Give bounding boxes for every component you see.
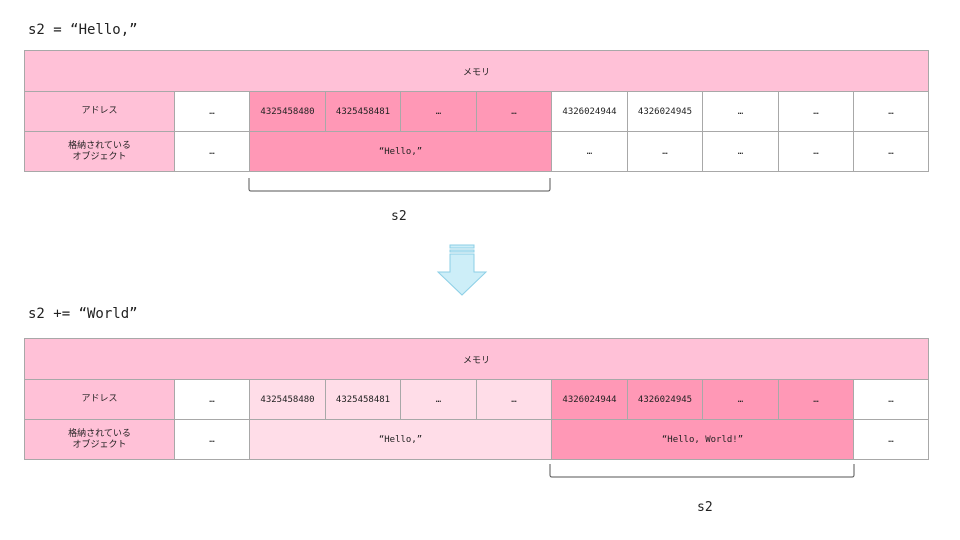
row-label-object: 格納されている オブジェクト: [24, 419, 175, 460]
object-cell: …: [174, 419, 250, 460]
address-cell: 4325458481: [325, 379, 401, 420]
address-cell: 4326024944: [551, 379, 628, 420]
bracket-s2-after: [549, 464, 855, 478]
memory-header: メモリ: [24, 50, 929, 92]
row-label-address: アドレス: [24, 91, 175, 132]
code-line-assign: s2 = “Hello,”: [28, 22, 138, 38]
row-label-address: アドレス: [24, 379, 175, 420]
address-cell: …: [778, 91, 854, 132]
code-line-append: s2 += “World”: [28, 306, 138, 322]
address-cell: …: [174, 379, 250, 420]
object-cell-hello-world: “Hello, World!”: [551, 419, 854, 460]
address-cell: 4326024944: [551, 91, 628, 132]
object-cell-hello: “Hello,”: [249, 419, 552, 460]
address-cell: 4325458481: [325, 91, 401, 132]
address-cell: 4326024945: [627, 91, 703, 132]
address-cell: …: [174, 91, 250, 132]
address-cell: …: [476, 379, 552, 420]
address-cell: …: [400, 379, 477, 420]
object-cell-hello: “Hello,”: [249, 131, 552, 172]
memory-header: メモリ: [24, 338, 929, 380]
address-cell: 4325458480: [249, 379, 326, 420]
object-cell: …: [778, 131, 854, 172]
address-cell: …: [853, 379, 929, 420]
object-cell: …: [627, 131, 703, 172]
object-cell: …: [853, 419, 929, 460]
row-label-object: 格納されている オブジェクト: [24, 131, 175, 172]
address-cell: …: [778, 379, 854, 420]
memory-table-after: メモリ アドレス … 4325458480 4325458481 … … 432…: [24, 338, 929, 460]
object-cell: …: [702, 131, 779, 172]
bracket-s2-before: [248, 178, 551, 192]
down-arrow-icon: [436, 244, 488, 296]
memory-table-before: メモリ アドレス … 4325458480 4325458481 … … 432…: [24, 50, 929, 172]
address-cell: …: [476, 91, 552, 132]
object-cell: …: [551, 131, 628, 172]
variable-label-s2: s2: [391, 209, 407, 224]
variable-label-s2: s2: [697, 500, 713, 515]
address-cell: …: [702, 379, 779, 420]
address-cell: …: [400, 91, 477, 132]
object-cell: …: [853, 131, 929, 172]
object-cell: …: [174, 131, 250, 172]
address-cell: 4325458480: [249, 91, 326, 132]
address-cell: 4326024945: [627, 379, 703, 420]
address-cell: …: [853, 91, 929, 132]
address-cell: …: [702, 91, 779, 132]
